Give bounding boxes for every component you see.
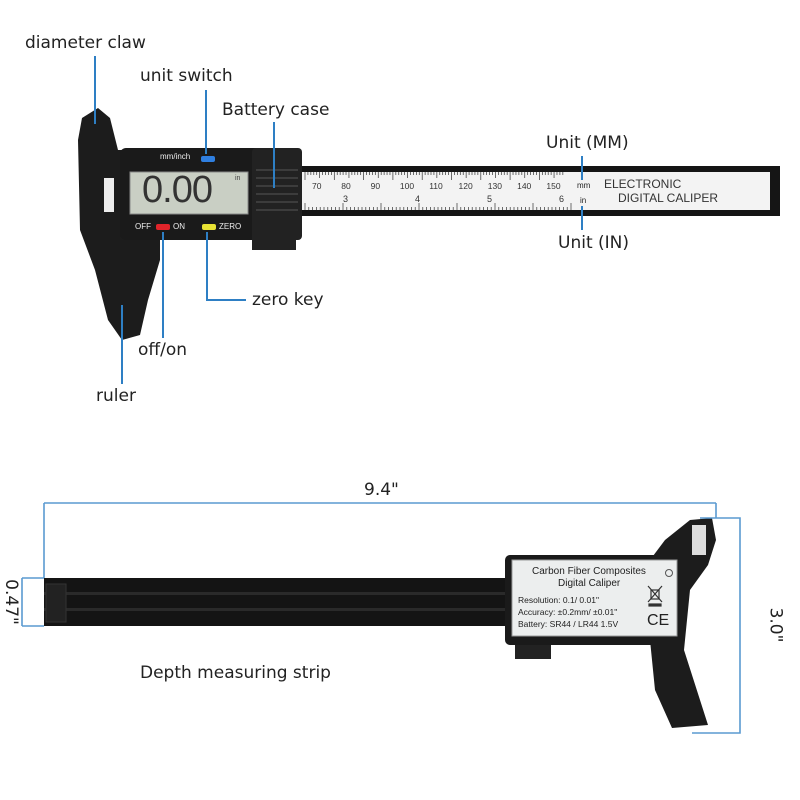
callout-unit-mm: Unit (MM) xyxy=(546,133,629,153)
spec-accuracy: Accuracy: ±0.2mm/ ±0.01" xyxy=(518,607,618,617)
callout-ruler: ruler xyxy=(96,386,136,406)
ce-mark: CE xyxy=(647,612,670,629)
callout-unit-switch: unit switch xyxy=(140,66,233,86)
mm-tick-label: 80 xyxy=(341,181,351,191)
scale-in-unit: in xyxy=(580,196,587,205)
callout-off-on: off/on xyxy=(138,340,188,360)
jaw-slot xyxy=(104,178,114,212)
dimension-thickness: 0.47" xyxy=(0,579,21,625)
callout-unit-in: Unit (IN) xyxy=(558,233,630,253)
spec-battery: Battery: SR44 / LR44 1.5V xyxy=(518,619,619,629)
spec-line-1: Carbon Fiber Composites xyxy=(532,566,646,577)
mm-tick-label: 130 xyxy=(487,181,502,191)
inch-tick-label: 3 xyxy=(343,194,349,204)
mm-tick-label: 70 xyxy=(312,181,322,191)
thumb-wheel xyxy=(252,236,296,250)
lcd-reading: 0.00 xyxy=(142,169,213,211)
callout-diameter-claw: diameter claw xyxy=(25,33,146,53)
scale-strip xyxy=(300,172,770,210)
dimension-lines xyxy=(21,502,741,734)
battery-grip-lines xyxy=(256,169,298,211)
bottom-caliper xyxy=(44,518,716,728)
spec-line-2: Digital Caliper xyxy=(558,578,621,589)
beam-text-2: DIGITAL CALIPER xyxy=(618,191,719,205)
recycle-mark-icon xyxy=(665,569,673,577)
weee-bin-icon xyxy=(647,585,663,607)
inch-tick-label: 4 xyxy=(415,194,421,204)
on-off-button[interactable] xyxy=(156,224,170,230)
top-caliper xyxy=(78,108,780,340)
spec-resolution: Resolution: 0.1/ 0.01" xyxy=(518,595,599,605)
off-label: OFF xyxy=(135,222,151,231)
inch-tick-label: 5 xyxy=(487,194,493,204)
scale-ticks xyxy=(304,172,572,210)
spec-label xyxy=(511,559,678,637)
inch-tick-label: 6 xyxy=(559,194,565,204)
mm-tick-label: 110 xyxy=(429,181,443,191)
callout-lines xyxy=(94,56,583,384)
lcd-screen xyxy=(129,171,249,215)
dimension-height: 3.0" xyxy=(765,607,786,643)
zero-label: ZERO xyxy=(219,222,242,231)
dimension-length: 9.4" xyxy=(364,480,399,500)
mm-tick-label: 120 xyxy=(458,181,473,191)
callout-depth-strip: Depth measuring strip xyxy=(140,663,331,683)
unit-switch-label: mm/inch xyxy=(160,152,191,161)
callout-battery-case: Battery case xyxy=(222,100,330,120)
lcd-unit: in xyxy=(235,175,241,182)
unit-switch-button[interactable] xyxy=(201,156,215,162)
callout-zero-key: zero key xyxy=(252,290,324,310)
on-label: ON xyxy=(173,222,185,231)
mm-tick-label: 140 xyxy=(517,181,532,191)
mm-tick-label: 100 xyxy=(399,181,415,191)
zero-button[interactable] xyxy=(202,224,216,230)
beam-text-1: ELECTRONIC xyxy=(604,177,682,191)
mm-tick-label: 150 xyxy=(546,181,561,191)
mm-tick-label: 90 xyxy=(370,181,381,191)
scale-mm-unit: mm xyxy=(577,181,591,190)
